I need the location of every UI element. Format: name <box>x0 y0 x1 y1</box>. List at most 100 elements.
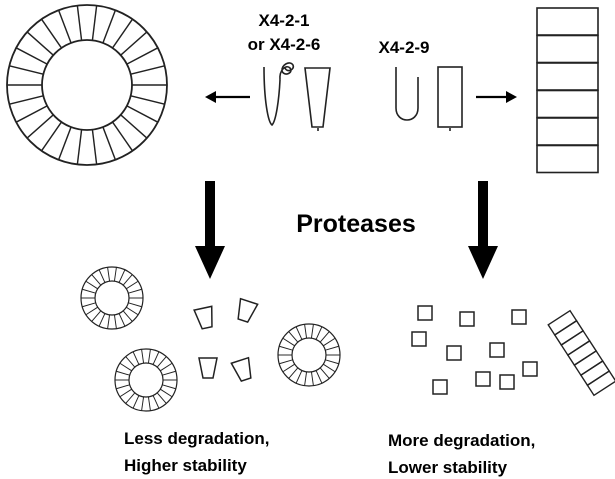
stack-box <box>536 89 599 119</box>
small-ring-segment <box>162 384 176 390</box>
large-ring-segment <box>9 65 44 75</box>
small-ring-segment <box>152 395 160 409</box>
large-ring-segment <box>111 18 134 49</box>
small-ring <box>114 348 178 412</box>
trapezoid-fragment-icon <box>237 297 259 323</box>
small-ring-segment <box>156 392 167 404</box>
rectangle-monomer-icon <box>437 66 463 128</box>
large-ring-segment <box>76 129 83 165</box>
square-fragment-icon <box>411 331 427 347</box>
small-ring-segment <box>156 356 167 368</box>
small-ring-segment <box>323 363 336 373</box>
large-ring-segment <box>102 9 117 44</box>
large-ring-segment <box>40 18 63 49</box>
small-ring-segment <box>122 310 133 322</box>
small-ring-segment <box>141 396 145 411</box>
small-ring-segment <box>325 345 339 351</box>
small-ring-segment <box>310 371 314 386</box>
large-ring-segment <box>9 95 44 105</box>
trapezoid-monomer-icon <box>304 67 331 128</box>
small-ring-segment <box>319 331 330 343</box>
trapezoid-fragments <box>193 297 259 382</box>
small-ring-segment <box>152 351 160 365</box>
small-ring-segment <box>132 351 140 365</box>
small-ring-segment <box>91 274 102 286</box>
large-ring-segment <box>126 105 159 123</box>
stack-box <box>536 62 599 91</box>
square-fragment-icon <box>417 305 433 321</box>
small-ring-segment <box>282 363 295 373</box>
small-ring-segment <box>122 274 133 286</box>
large-ring-assembly <box>6 4 168 166</box>
large-ring-segment <box>120 114 148 139</box>
small-ring-segment <box>85 280 98 290</box>
square-fragment-icon <box>511 309 527 325</box>
small-ring-segment <box>82 288 96 294</box>
small-ring-segment <box>113 314 117 329</box>
large-ring-segment <box>91 5 98 41</box>
top-left-label-line1: X4-2-1 <box>258 11 309 30</box>
small-ring-segment <box>85 306 98 316</box>
small-ring-segment <box>323 337 336 347</box>
square-fragment-icon <box>475 371 491 387</box>
large-ring-segment <box>15 105 48 123</box>
degraded-square-fragments <box>411 305 538 395</box>
small-ring-segment <box>82 302 96 308</box>
small-ring-segment <box>325 359 339 365</box>
large-ring-segment <box>120 31 148 56</box>
small-ring-segment <box>132 395 140 409</box>
u-shaped-peptide-icon <box>395 67 419 121</box>
square-fragment-icon <box>499 374 515 390</box>
small-ring-segment <box>315 370 323 384</box>
tilted-stack-box <box>586 370 615 397</box>
small-ring-segment <box>116 370 130 376</box>
large-ring-segment <box>126 47 159 65</box>
top-left-label-line2: or X4-2-6 <box>248 35 321 54</box>
large-ring-inner-edge <box>41 39 133 131</box>
small-ring-inner-edge <box>94 280 130 316</box>
small-ring-segment <box>295 326 303 340</box>
proteases-label: Proteases <box>296 210 416 238</box>
square-fragment-icon <box>489 342 505 358</box>
small-ring-segment <box>125 392 136 404</box>
small-ring-segment <box>279 345 293 351</box>
small-ring <box>277 323 341 387</box>
small-ring-segment <box>126 280 139 290</box>
trapezoid-fragment-icon <box>230 356 252 382</box>
small-ring-segment <box>288 367 299 379</box>
large-ring-segment <box>40 121 63 152</box>
stack-box <box>536 7 599 36</box>
small-ring-segment <box>116 384 130 390</box>
small-ring-segment <box>279 359 293 365</box>
small-ring-segment <box>113 267 117 282</box>
small-ring-segment <box>160 362 173 372</box>
small-ring-inner-edge <box>128 362 164 398</box>
right-arrow-icon <box>476 91 517 103</box>
tilted-short-stack <box>547 309 615 397</box>
small-ring-segment <box>125 356 136 368</box>
small-ring-segment <box>160 388 173 398</box>
small-ring-segment <box>319 367 330 379</box>
top-right-label: X4-2-9 <box>378 38 429 57</box>
large-ring-segment <box>130 95 165 105</box>
bottom-left-caption-line1: Less degradation, <box>124 429 269 448</box>
small-ring-segment <box>315 326 323 340</box>
small-ring-segment <box>295 370 303 384</box>
stack-box <box>536 144 599 174</box>
small-ring-segment <box>91 310 102 322</box>
square-fragment-icon <box>446 345 462 361</box>
large-ring-segment <box>102 126 117 161</box>
small-ring-segment <box>128 288 142 294</box>
small-ring-segment <box>118 313 126 327</box>
small-ring-segment <box>107 267 111 282</box>
down-arrow-left-icon <box>195 181 225 279</box>
down-arrow-right-icon <box>468 181 498 279</box>
large-ring-segment <box>111 121 134 152</box>
hairpin-coil-peptide-icon <box>263 62 295 127</box>
small-ring-segment <box>128 302 142 308</box>
small-ring-segment <box>119 362 132 372</box>
large-ring-segment <box>130 65 165 75</box>
stacked-fibril-assembly <box>536 7 599 174</box>
left-arrow-icon <box>205 91 250 103</box>
